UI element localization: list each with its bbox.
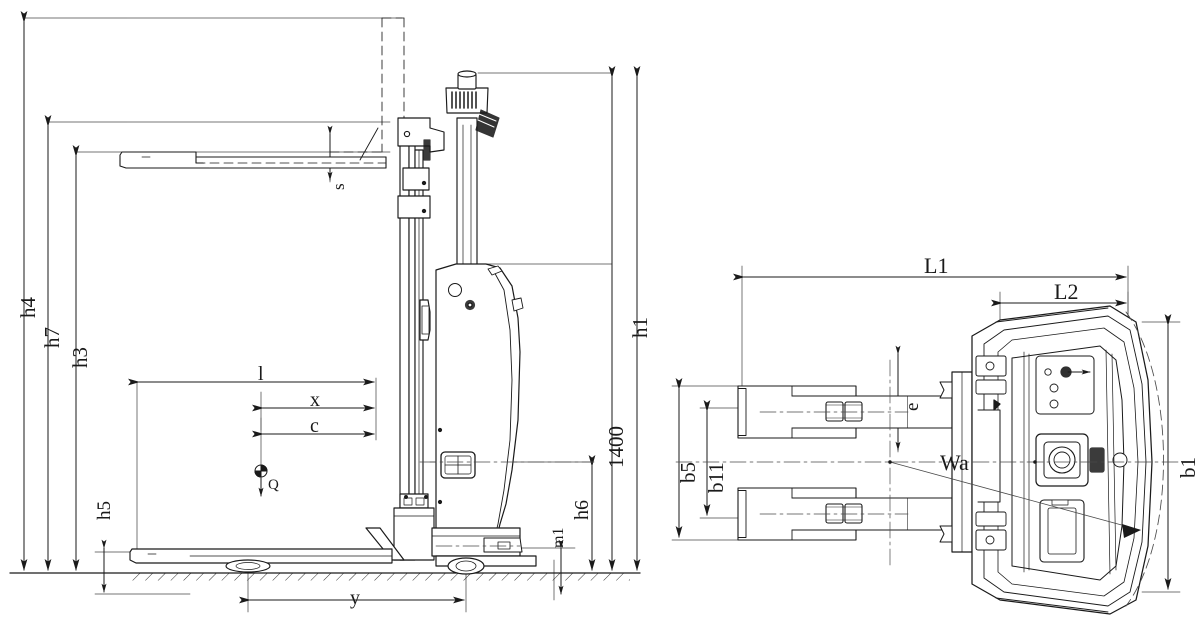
dimension-label-h1: h1 — [628, 317, 652, 338]
dimension-label-h3: h3 — [68, 347, 92, 368]
dimension-label-e: e — [902, 402, 923, 411]
dimension-label-b11: b11 — [704, 462, 728, 493]
dimension-label-c: c — [310, 415, 319, 437]
dimension-label-h6: h6 — [571, 500, 593, 520]
dimension-label-Q: Q — [268, 477, 279, 493]
dimension-label-h7: h7 — [40, 327, 64, 348]
dimension-label-1400: 1400 — [604, 426, 628, 468]
dimension-label-b5: b5 — [676, 462, 700, 483]
dimension-label-h5: h5 — [94, 501, 115, 520]
dimension-label-h4: h4 — [16, 297, 40, 318]
dimension-label-x: x — [310, 389, 320, 411]
dimension-label-L2: L2 — [1054, 279, 1079, 304]
dimension-label-l: l — [258, 363, 264, 385]
dimension-label-b1: b1 — [1176, 457, 1200, 478]
dimension-label-L1: L1 — [924, 253, 949, 278]
dimension-label-m1: m1 — [550, 527, 567, 548]
dimension-label-s: s — [329, 183, 348, 190]
dimension-label-y: y — [350, 587, 360, 609]
dimension-label-Wa: Wa — [940, 450, 969, 475]
